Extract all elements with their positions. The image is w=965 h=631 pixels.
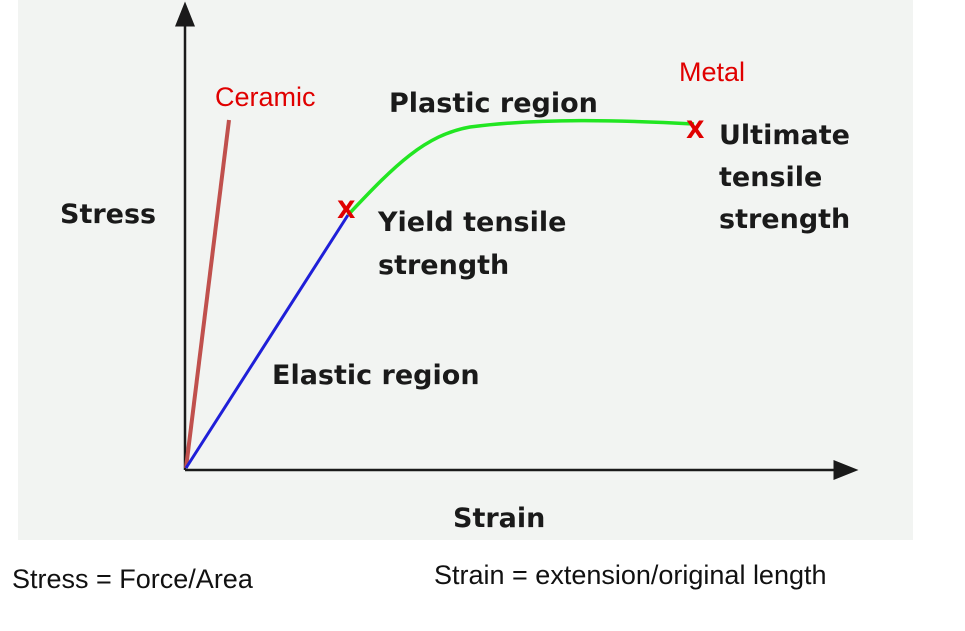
ultimate-strength-label-line3: strength [719,204,850,235]
metal-label: Metal [679,57,745,87]
stress-formula-caption: Stress = Force/Area [12,564,253,594]
plastic-curve [346,118,695,217]
yield-strength-label-line1: Yield tensile [377,207,566,238]
y-axis-label: Stress [60,199,156,230]
x-axis-label: Strain [453,503,545,534]
yield-strength-label-line2: strength [378,250,509,281]
strain-formula-caption: Strain = extension/original length [434,560,827,590]
ultimate-strength-label-line2: tensile [719,162,822,193]
elastic-curve [184,214,350,469]
plastic-region-label: Plastic region [389,88,598,119]
ceramic-curve [184,119,231,469]
ultimate-strength-label-line1: Ultimate [719,120,850,151]
ultimate-point-marker: X [686,116,705,144]
ceramic-label: Ceramic [215,82,316,112]
stress-strain-figure [18,0,913,540]
yield-point-marker: X [337,196,356,224]
elastic-region-label: Elastic region [272,360,480,391]
